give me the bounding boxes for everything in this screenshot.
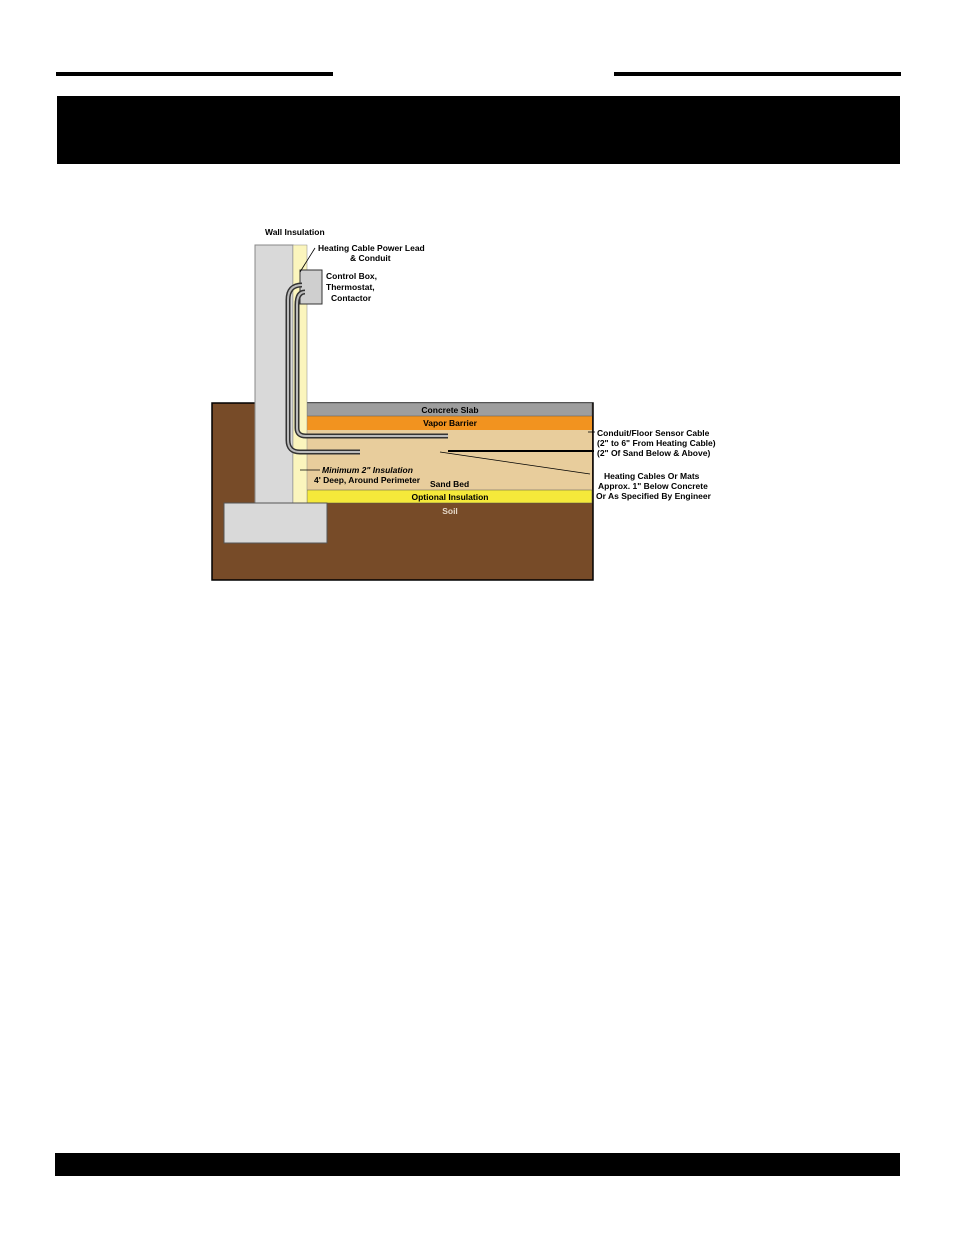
label-wall-insulation: Wall Insulation (265, 227, 325, 237)
label-sensor-2: (2" to 6" From Heating Cable) (597, 438, 716, 448)
sand-bed-layer (307, 430, 592, 490)
label-control-box-2: Thermostat, (326, 282, 375, 292)
label-heating-3: Or As Specified By Engineer (596, 491, 712, 501)
label-heating-1: Heating Cables Or Mats (604, 471, 700, 481)
header-rule-left (56, 72, 333, 76)
control-box (299, 269, 323, 305)
label-sand-bed: Sand Bed (430, 479, 469, 489)
label-soil: Soil (442, 506, 458, 516)
label-optional-insulation: Optional Insulation (412, 492, 489, 502)
footing (223, 502, 328, 544)
label-concrete-slab: Concrete Slab (421, 405, 478, 415)
label-heating-2: Approx. 1" Below Concrete (598, 481, 708, 491)
footer-band (55, 1153, 900, 1176)
label-vapor-barrier: Vapor Barrier (423, 418, 478, 428)
header-rule-right (614, 72, 901, 76)
vapor-barrier-layer (307, 416, 592, 430)
label-sensor-1: Conduit/Floor Sensor Cable (597, 428, 710, 438)
label-perimeter: 4' Deep, Around Perimeter (314, 475, 421, 485)
label-control-box-1: Control Box, (326, 271, 377, 281)
label-sensor-3: (2" Of Sand Below & Above) (597, 448, 710, 458)
label-power-lead-1: Heating Cable Power Lead (318, 243, 425, 253)
label-min-insulation: Minimum 2" Insulation (322, 465, 413, 475)
label-control-box-3: Contactor (331, 293, 372, 303)
label-power-lead-2: & Conduit (350, 253, 391, 263)
header-band (57, 96, 900, 164)
